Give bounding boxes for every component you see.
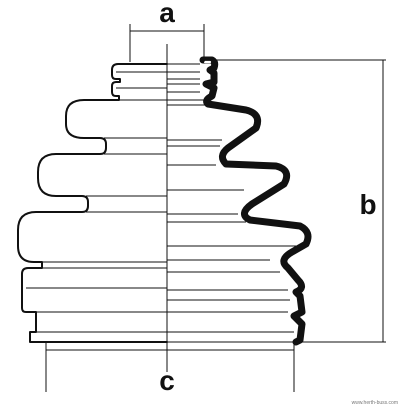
boot-exterior-left-half: [17, 63, 168, 343]
boot-cross-section-right-half: [167, 56, 312, 346]
dimension-c-label: c: [159, 365, 175, 396]
watermark: www.herth-buss.com: [352, 400, 398, 406]
dimension-b: b: [214, 59, 386, 343]
dimension-c: c: [45, 342, 295, 396]
dimension-a: a: [129, 0, 205, 62]
dimension-a-label: a: [159, 0, 175, 28]
dimension-b-label: b: [359, 189, 376, 220]
